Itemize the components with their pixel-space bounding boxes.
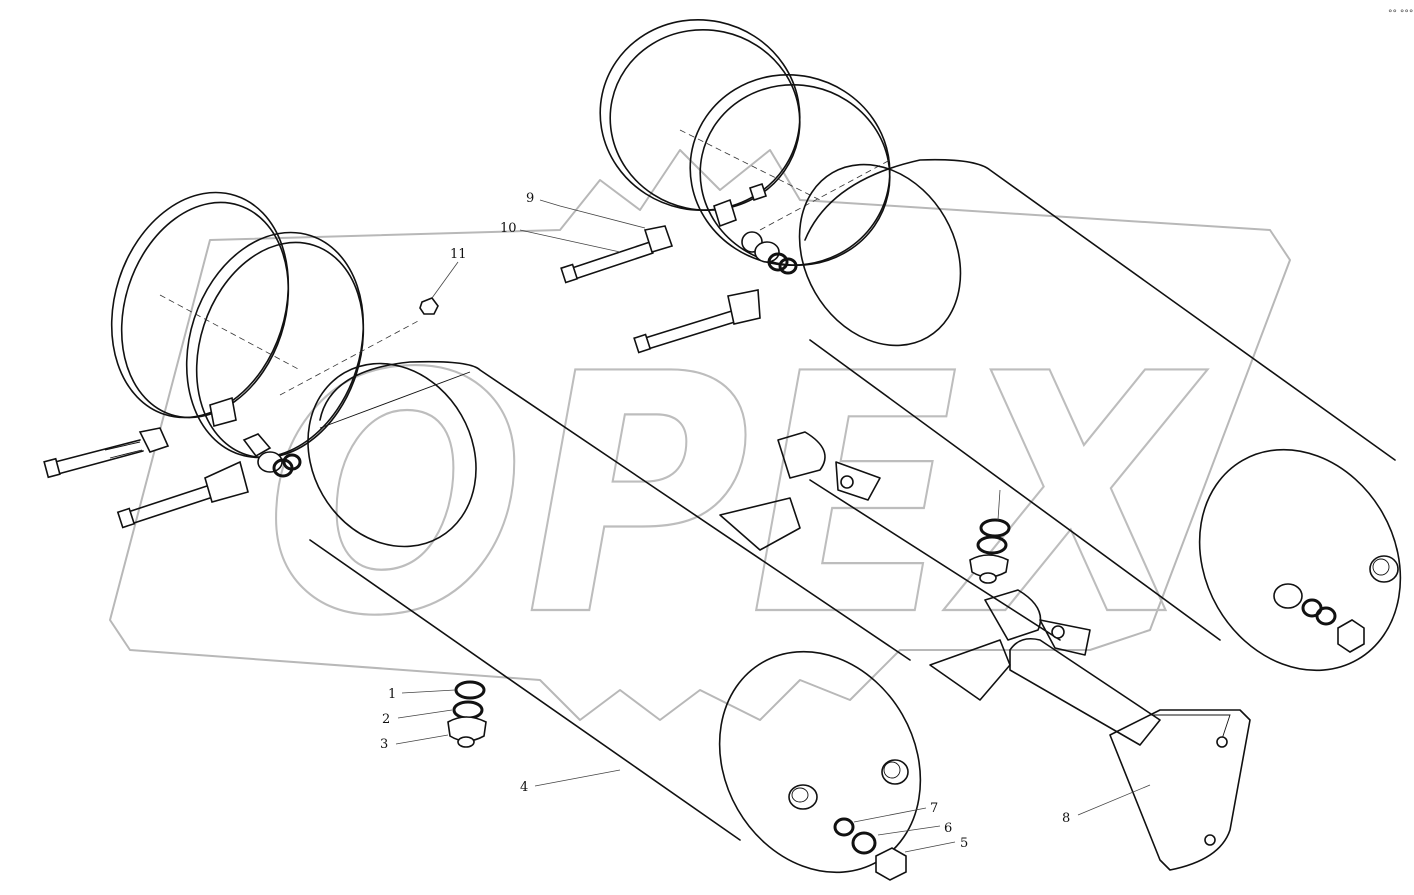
drain-seal-stack bbox=[447, 680, 487, 748]
left-end-fittings bbox=[833, 817, 907, 881]
svg-text:3: 3 bbox=[380, 737, 388, 752]
callout-5: 5 bbox=[904, 836, 968, 853]
svg-text:6: 6 bbox=[944, 821, 952, 836]
left-clamp-bands bbox=[110, 191, 421, 459]
svg-text:5: 5 bbox=[960, 836, 968, 851]
watermark-text: OPEX bbox=[265, 304, 1208, 688]
callout-6: 6 bbox=[877, 821, 952, 836]
svg-text:7: 7 bbox=[930, 801, 938, 816]
nut-11 bbox=[419, 297, 439, 315]
left-tank-port-top bbox=[881, 759, 909, 785]
right-tank bbox=[798, 158, 1402, 672]
callout-7: 7 bbox=[853, 801, 938, 823]
callout-9: 9 bbox=[526, 191, 646, 229]
left-tank bbox=[307, 360, 922, 874]
svg-text:8: 8 bbox=[1062, 811, 1070, 826]
callout-11: 11 bbox=[431, 247, 467, 299]
left-tank-port-center bbox=[788, 784, 818, 810]
callout-10: 10 bbox=[500, 221, 621, 253]
left-clamp-bolts bbox=[43, 396, 249, 529]
svg-text:11: 11 bbox=[450, 247, 467, 262]
right-tank-port-top bbox=[1369, 555, 1399, 583]
right-fitting-stack bbox=[741, 231, 798, 275]
corner-mark: °° °°° bbox=[1388, 9, 1413, 19]
mounting-bracket bbox=[719, 431, 1251, 871]
svg-text:10: 10 bbox=[500, 221, 517, 236]
svg-text:1: 1 bbox=[388, 687, 396, 702]
svg-text:9: 9 bbox=[526, 191, 534, 206]
left-fitting-stack bbox=[242, 433, 302, 478]
svg-text:4: 4 bbox=[520, 780, 528, 795]
watermark-gear-outline bbox=[109, 149, 1291, 721]
callout-8: 8 bbox=[1062, 784, 1151, 826]
right-tank-port-center bbox=[1273, 583, 1365, 653]
right-clamp-bands bbox=[599, 18, 891, 267]
svg-text:2: 2 bbox=[382, 712, 390, 727]
callout-3: 3 bbox=[380, 734, 449, 752]
right-clamp-bolts bbox=[560, 182, 768, 354]
callout-4: 4 bbox=[520, 769, 621, 795]
watermark: OPEX bbox=[109, 149, 1291, 721]
right-drain-seal-stack bbox=[969, 489, 1011, 584]
callout-2: 2 bbox=[382, 709, 453, 727]
callout-1: 1 bbox=[388, 687, 456, 702]
